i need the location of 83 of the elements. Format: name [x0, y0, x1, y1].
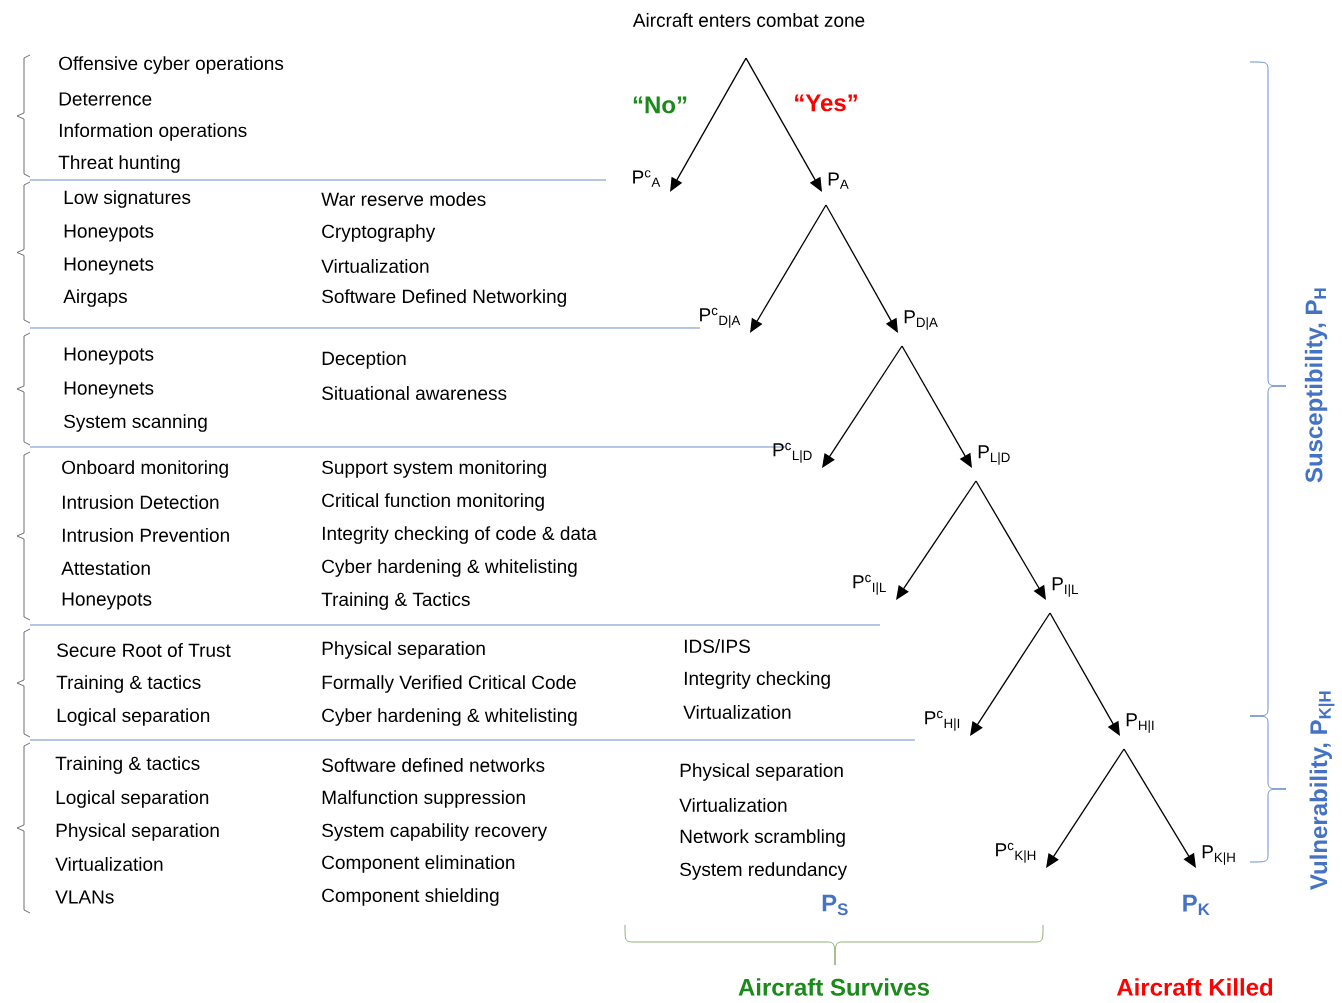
list-item: Network scrambling [680, 829, 845, 847]
list-item: Intrusion Prevention [62, 528, 229, 542]
list-item: Honeynets [64, 257, 154, 275]
list-item: Support system monitoring [322, 460, 546, 478]
list-item: Training & tactics [56, 675, 201, 693]
probability-label: P$^{c}$L|D [773, 442, 812, 463]
probability-label: P$^{c}$D|A [700, 307, 741, 328]
list-item: Integrity checking of code & data [322, 526, 597, 544]
list-item: Deception [322, 351, 406, 369]
probability-label: P$^{c}$A [633, 170, 661, 187]
list-item: Physical separation [322, 641, 485, 659]
arrow [825, 204, 898, 333]
heading: Aircraft enters combat zone [632, 13, 865, 27]
list-item: Critical function monitoring [322, 493, 544, 511]
probability-label: P$_{H|I}$ [1126, 713, 1154, 733]
list-item: Physical separation [56, 823, 219, 841]
probability-label: P$^{c}$H|I [925, 710, 960, 731]
list-item: Honeypots [62, 592, 152, 610]
list-item: Offensive cyber operations [59, 56, 284, 74]
arrow [975, 480, 1046, 600]
probability-label: P$_{A}$ [828, 172, 849, 189]
list-item: Situational awareness [322, 386, 507, 400]
probability-label: P$_{K}$ [1183, 894, 1210, 916]
list-item: Component shielding [322, 888, 499, 906]
list-item: Attestation [61, 561, 150, 575]
list-item: Logical separation [56, 790, 209, 808]
list-item: System scanning [64, 414, 207, 432]
list-item: Training & tactics [55, 756, 200, 774]
list-item: Virtualization [321, 259, 429, 273]
outcome-label: Aircraft Survives [738, 978, 929, 996]
arrow [670, 57, 747, 192]
probability-label: P$_{L|D}$ [978, 445, 1010, 465]
arrow [1046, 748, 1125, 868]
list-item: Virtualization [679, 798, 787, 812]
probability-label: P$^{c}$K|H [996, 842, 1036, 863]
list-item: IDS/IPS [684, 639, 750, 653]
probability-label: P$_{S}$ [822, 894, 848, 916]
list-item: Intrusion Detection [62, 495, 219, 509]
list-item: Information operations [59, 123, 247, 141]
list-item: Physical separation [680, 763, 843, 781]
arrow [745, 57, 822, 192]
list-item: Logical separation [57, 708, 210, 726]
list-item: Deterrence [59, 92, 152, 106]
arrow [901, 345, 972, 468]
probability-label: P$_{I|L}$ [1052, 577, 1078, 597]
arrow [1049, 612, 1120, 736]
list-item: Low signatures [64, 190, 191, 208]
list-item: VLANs [55, 890, 114, 904]
list-item: Honeynets [64, 381, 154, 399]
outcome-label: Aircraft Killed [1116, 978, 1273, 996]
list-item: System capability recovery [322, 823, 548, 841]
list-item: Software Defined Networking [322, 289, 566, 307]
list-item: Cryptography [322, 224, 436, 242]
list-item: Secure Root of Trust [57, 643, 231, 657]
list-item: Cyber hardening & whitelisting [322, 708, 577, 726]
probability-label: P$^{c}$I|L [853, 574, 886, 595]
arrow [970, 612, 1051, 736]
arrow [822, 345, 903, 468]
list-item: Cyber hardening & whitelisting [322, 559, 577, 577]
list-item: Airgaps [63, 289, 127, 307]
probability-label: P$_{D|A}$ [904, 310, 938, 330]
list-item: Component elimination [322, 855, 515, 873]
list-item: Virtualization [55, 857, 163, 871]
list-item: Formally Verified Critical Code [322, 675, 576, 693]
axis-label: Susceptibility, P$_{H}$ [1304, 288, 1328, 483]
axis-label: Vulnerability, P$_{K|H}$ [1309, 691, 1335, 890]
list-item: Onboard monitoring [62, 460, 228, 478]
list-item: Training & Tactics [321, 592, 470, 610]
list-item: Honeypots [64, 224, 154, 242]
probability-label: P$_{K|H}$ [1202, 845, 1235, 865]
list-item: Honeypots [64, 347, 154, 365]
list-item: Malfunction suppression [322, 790, 525, 808]
list-item: Threat hunting [58, 155, 180, 173]
edge-label: “Yes” [795, 94, 857, 112]
arrow [1123, 748, 1196, 868]
list-item: System redundancy [680, 862, 848, 880]
edge-label: “No” [633, 96, 687, 114]
arrow [750, 204, 827, 333]
list-item: Software defined networks [322, 758, 545, 772]
list-item: Integrity checking [684, 671, 830, 689]
list-item: War reserve modes [321, 192, 486, 206]
list-item: Virtualization [683, 705, 791, 719]
arrow [896, 480, 977, 600]
